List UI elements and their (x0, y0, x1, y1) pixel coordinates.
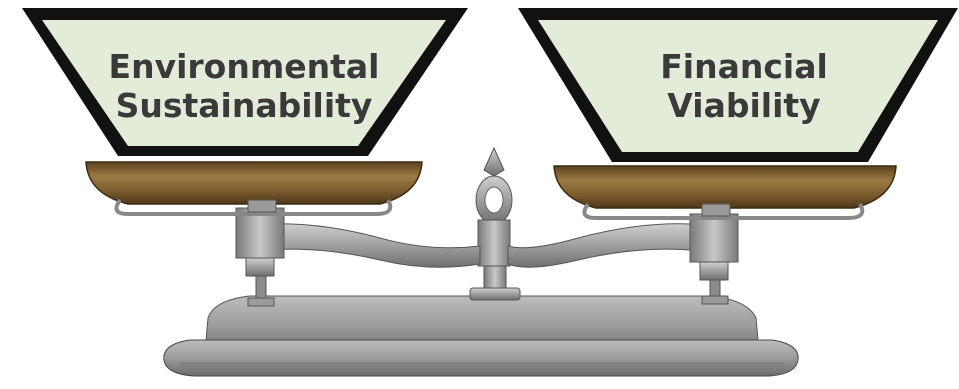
scale-base (164, 296, 798, 376)
left-pan (86, 162, 422, 214)
left-label-line2: Sustainability (94, 86, 394, 125)
financial-viability-label: Financial Viability (594, 47, 894, 125)
scale-center-pillar (470, 148, 520, 300)
environmental-sustainability-label: Environmental Sustainability (94, 47, 394, 125)
right-pan-support (690, 214, 738, 304)
right-pan (554, 166, 896, 218)
left-label-line1: Environmental (94, 47, 394, 86)
right-label-line2: Viability (594, 86, 894, 125)
left-pan-support (236, 208, 284, 306)
right-label-line1: Financial (594, 47, 894, 86)
